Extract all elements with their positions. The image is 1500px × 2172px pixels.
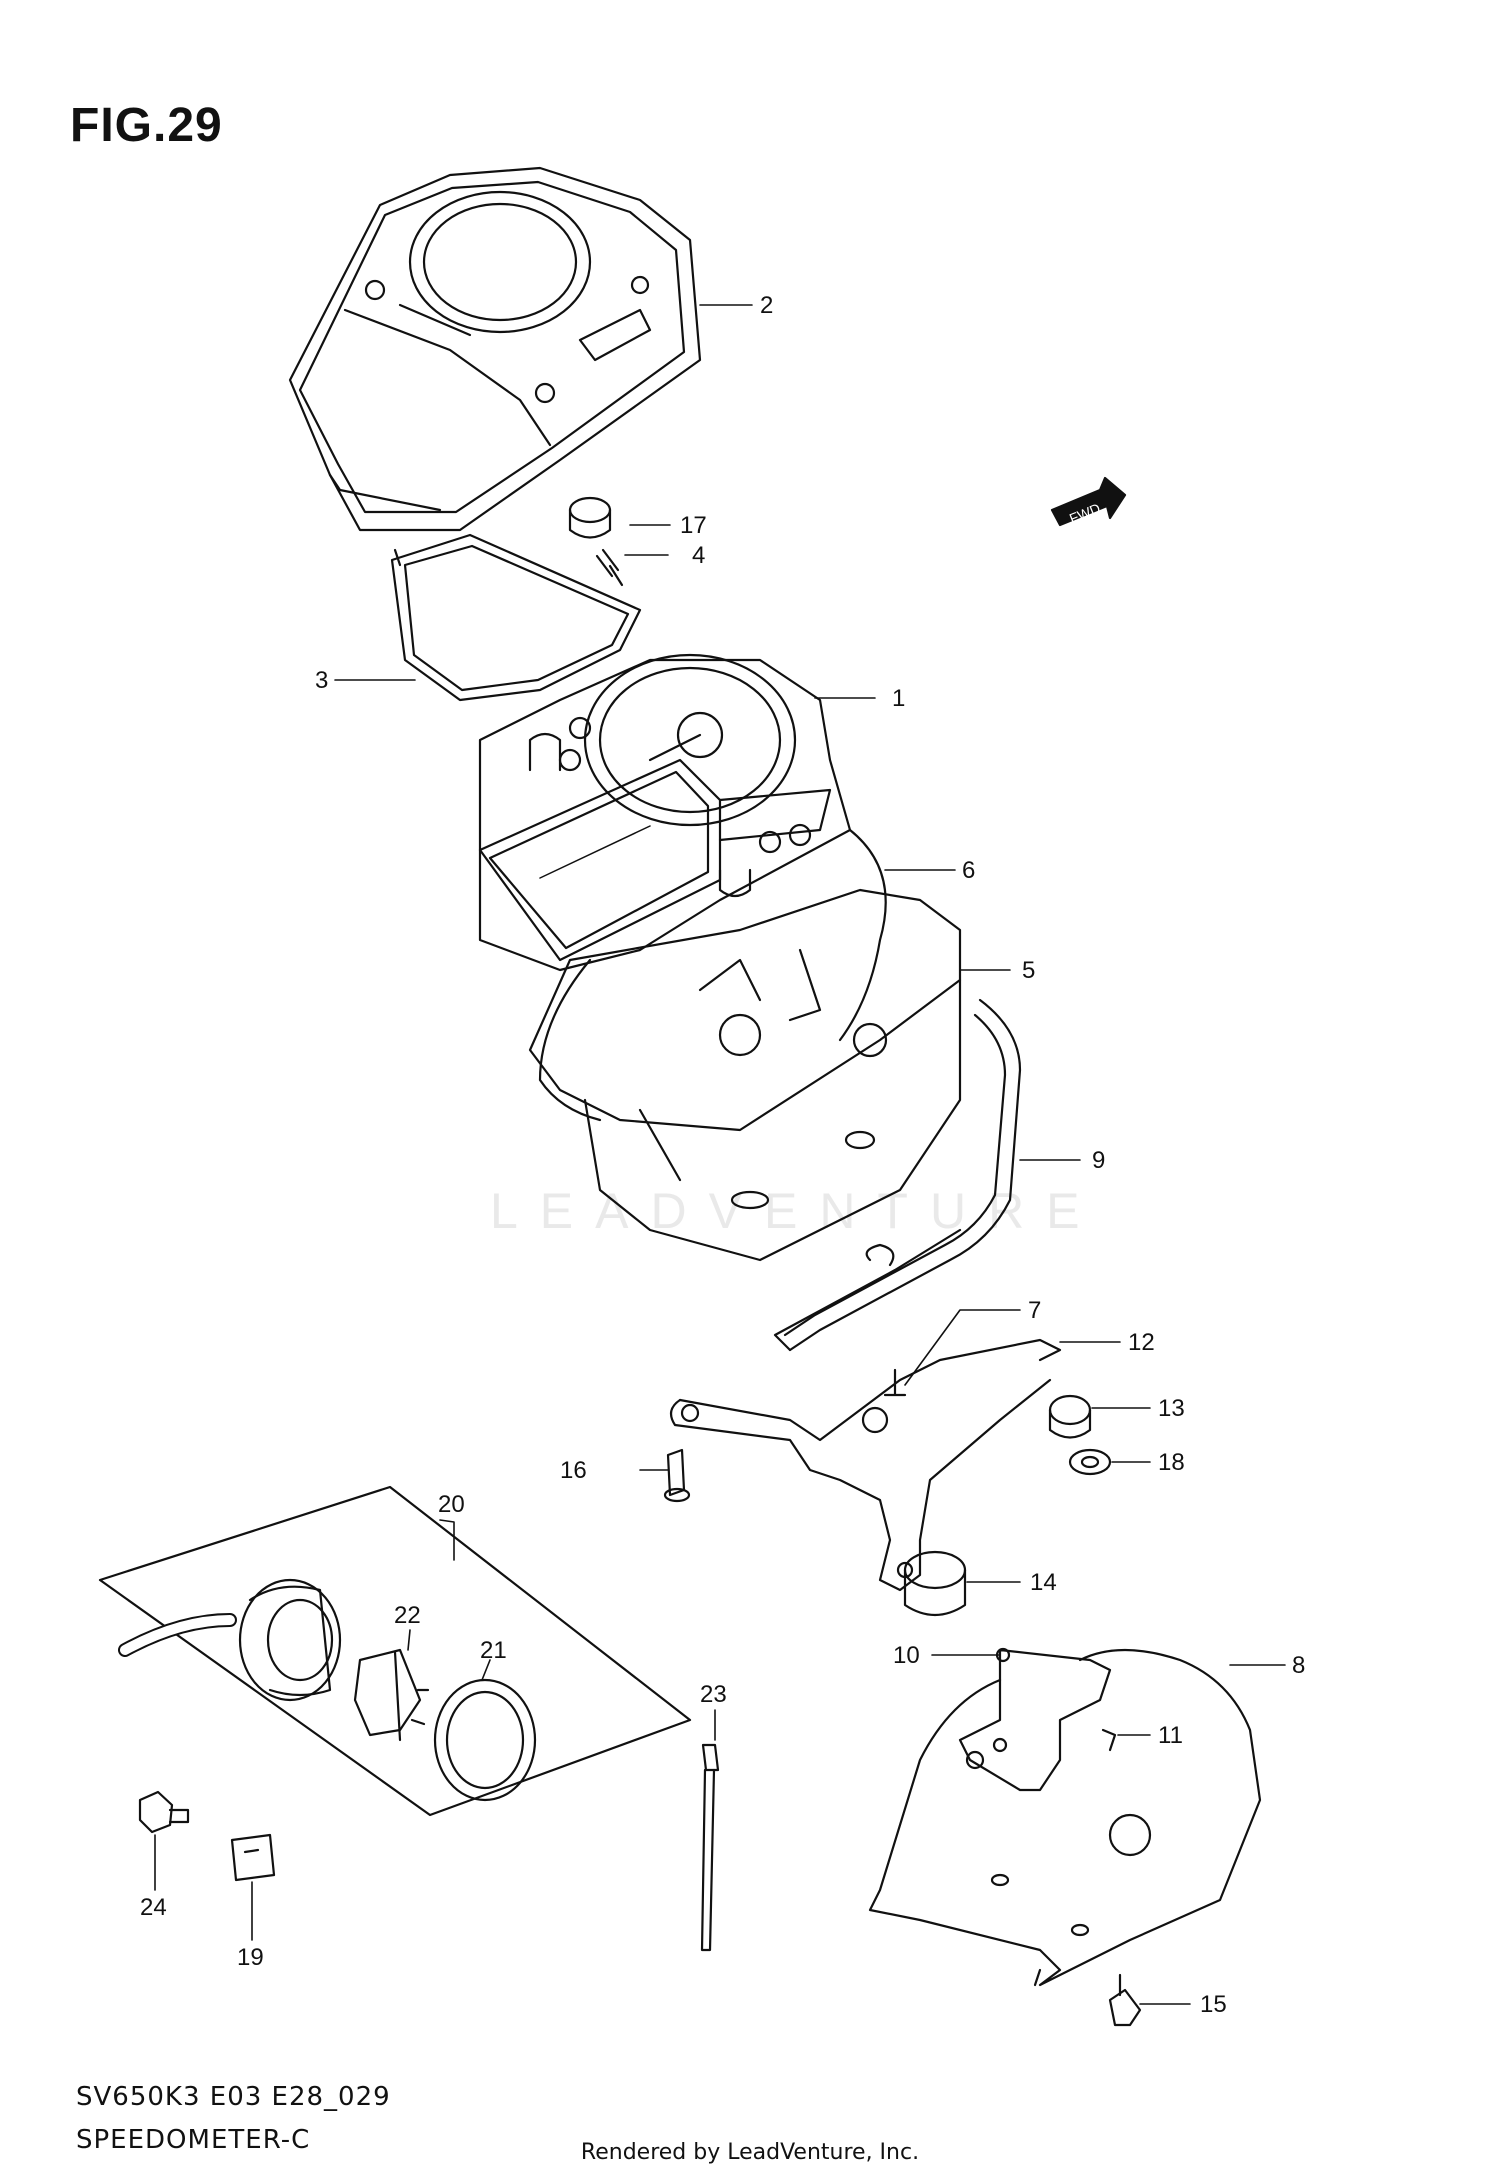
- part-2-meter-cover: [288, 166, 702, 532]
- callout-1: 1: [892, 685, 905, 712]
- callout-17: 17: [680, 512, 707, 539]
- part-5-lower-case: [528, 888, 962, 1262]
- callout-16: 16: [560, 1457, 587, 1484]
- part-9-gasket: [773, 998, 1022, 1352]
- callout-21: 21: [480, 1637, 507, 1664]
- figure-title: FIG.29: [70, 99, 223, 152]
- callout-11: 11: [1158, 1722, 1183, 1749]
- callout-14: 14: [1030, 1569, 1057, 1596]
- part-11-screw: [1101, 1728, 1117, 1752]
- part-20-socket-kit-box: [98, 1485, 692, 1817]
- part-19-clamp: [230, 1833, 276, 1882]
- part-1-meter-assembly: [478, 653, 852, 972]
- callout-15: 15: [1200, 1991, 1227, 2018]
- part-18-washer: [1068, 1448, 1112, 1476]
- leader-lines: [154, 304, 1286, 2005]
- callout-2: 2: [760, 292, 773, 319]
- part-8-lower-cover: [868, 1648, 1262, 1987]
- part-22-bulb-holder: [353, 1648, 430, 1742]
- part-23-cable-tie: [700, 1743, 720, 1952]
- callout-22: 22: [394, 1602, 421, 1629]
- callout-19: 19: [237, 1944, 264, 1971]
- fwd-arrow-icon: [1050, 476, 1127, 527]
- diagram-name: SPEEDOMETER-C: [76, 2125, 311, 2155]
- part-21-ring: [433, 1678, 537, 1802]
- callout-4: 4: [692, 542, 705, 569]
- part-17-grommet: [568, 496, 612, 539]
- part-3-lens: [390, 533, 642, 702]
- part-16-bolt: [663, 1448, 691, 1503]
- rendered-by-credit: Rendered by LeadVenture, Inc.: [580, 2140, 920, 2165]
- part-15-fastener: [1108, 1973, 1142, 2027]
- callout-9: 9: [1092, 1147, 1105, 1174]
- callout-23: 23: [700, 1681, 727, 1708]
- callout-10: 10: [893, 1642, 920, 1669]
- callout-5: 5: [1022, 957, 1035, 984]
- callout-8: 8: [1292, 1652, 1305, 1679]
- callout-13: 13: [1158, 1395, 1185, 1422]
- part-4-screw: [595, 548, 624, 587]
- part-12-bracket: [669, 1338, 1062, 1592]
- watermark: LEADVENTURE: [490, 1183, 1102, 1239]
- callout-3: 3: [315, 667, 328, 694]
- model-code: SV650K3 E03 E28_029: [76, 2082, 391, 2112]
- part-24-bolt: [138, 1790, 190, 1834]
- callout-12: 12: [1128, 1329, 1155, 1356]
- part-14-damper: [903, 1550, 967, 1616]
- callout-18: 18: [1158, 1449, 1185, 1476]
- callout-6: 6: [962, 857, 975, 884]
- callout-20: 20: [438, 1491, 465, 1518]
- callout-24: 24: [140, 1894, 167, 1921]
- part-13-grommet: [1048, 1394, 1092, 1439]
- part-10-stay: [958, 1647, 1112, 1792]
- callout-7: 7: [1028, 1297, 1041, 1324]
- part-6-harness: [538, 828, 887, 1122]
